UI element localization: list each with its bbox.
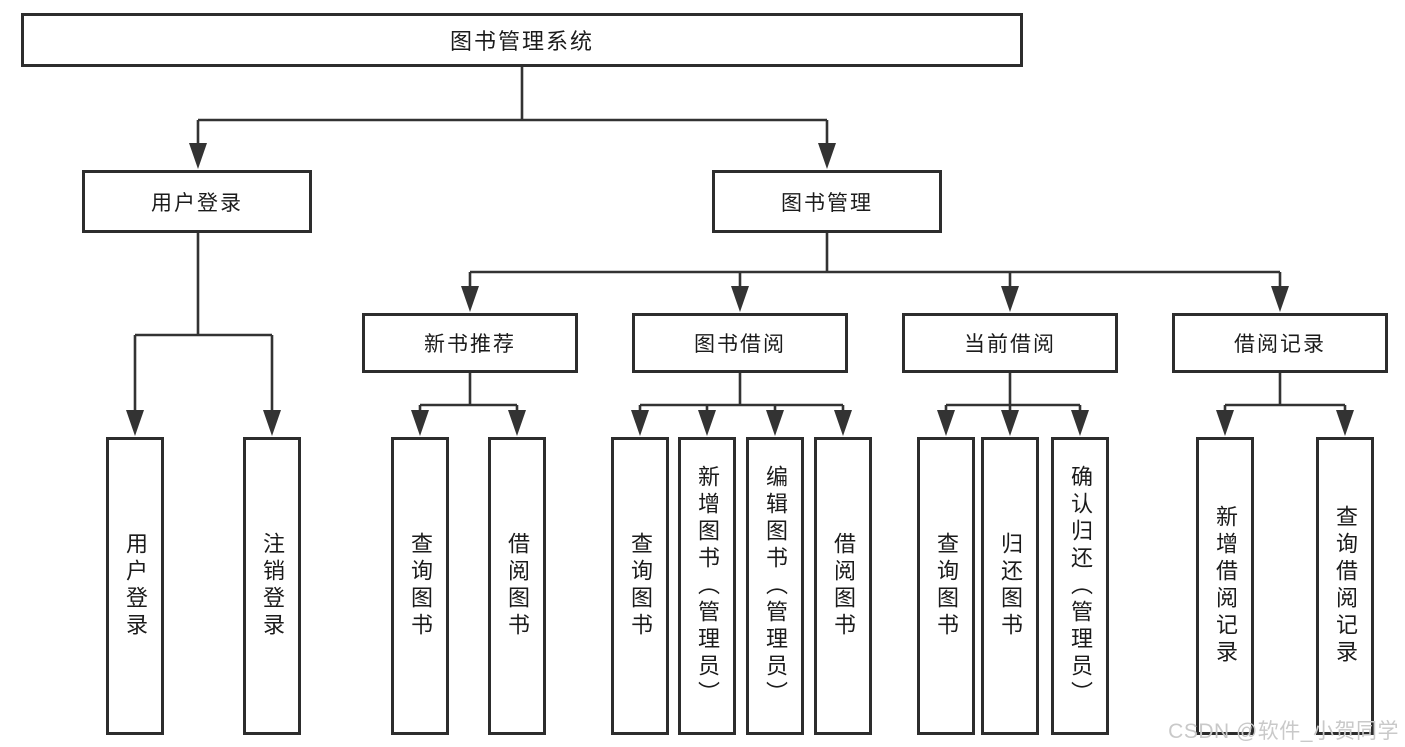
arrow-down-icon — [1336, 410, 1354, 436]
connector-user-login-to-leaves — [126, 233, 281, 436]
leaf-query-borrow-record: 查询借阅记录 — [1316, 437, 1374, 735]
leaf-borrow-books-2: 借阅图书 — [814, 437, 872, 735]
leaf-query-books-3: 查询图书 — [917, 437, 975, 735]
connector-borrow-record-to-leaves — [1216, 373, 1354, 436]
leaf-borrow-books-1: 借阅图书 — [488, 437, 546, 735]
arrow-down-icon — [263, 410, 281, 436]
node-book-borrow: 图书借阅 — [632, 313, 848, 373]
connector-new-book-rec-to-leaves — [411, 373, 526, 436]
arrow-down-icon — [1001, 286, 1019, 312]
connector-current-borrow-to-leaves — [937, 373, 1089, 436]
arrow-down-icon — [731, 286, 749, 312]
arrow-down-icon — [631, 410, 649, 436]
node-borrow-record: 借阅记录 — [1172, 313, 1388, 373]
node-book-management: 图书管理 — [712, 170, 942, 233]
watermark: CSDN @软件_小贺同学 — [1168, 720, 1399, 743]
arrow-down-icon — [698, 410, 716, 436]
arrow-down-icon — [1216, 410, 1234, 436]
leaf-query-books-1: 查询图书 — [391, 437, 449, 735]
leaf-edit-books-admin: 编辑图书（管理员） — [746, 437, 804, 735]
arrow-down-icon — [937, 410, 955, 436]
arrow-down-icon — [461, 286, 479, 312]
arrow-down-icon — [189, 143, 207, 169]
leaf-query-books-2: 查询图书 — [611, 437, 669, 735]
node-user-login: 用户登录 — [82, 170, 312, 233]
node-current-borrow: 当前借阅 — [902, 313, 1118, 373]
leaf-user-login: 用户登录 — [106, 437, 164, 735]
node-new-book-recommend: 新书推荐 — [362, 313, 578, 373]
connector-book-mgmt-to-level3 — [461, 233, 1289, 312]
arrow-down-icon — [508, 410, 526, 436]
connector-root-to-level2 — [189, 67, 836, 169]
arrow-down-icon — [818, 143, 836, 169]
arrow-down-icon — [1271, 286, 1289, 312]
arrow-down-icon — [411, 410, 429, 436]
arrow-down-icon — [1071, 410, 1089, 436]
connector-book-borrow-to-leaves — [631, 373, 852, 436]
leaf-logout: 注销登录 — [243, 437, 301, 735]
arrow-down-icon — [766, 410, 784, 436]
node-library-system: 图书管理系统 — [21, 13, 1023, 67]
leaf-add-books-admin: 新增图书（管理员） — [678, 437, 736, 735]
leaf-add-borrow-record: 新增借阅记录 — [1196, 437, 1254, 735]
arrow-down-icon — [1001, 410, 1019, 436]
arrow-down-icon — [126, 410, 144, 436]
leaf-return-books: 归还图书 — [981, 437, 1039, 735]
arrow-down-icon — [834, 410, 852, 436]
leaf-confirm-return-admin: 确认归还（管理员） — [1051, 437, 1109, 735]
